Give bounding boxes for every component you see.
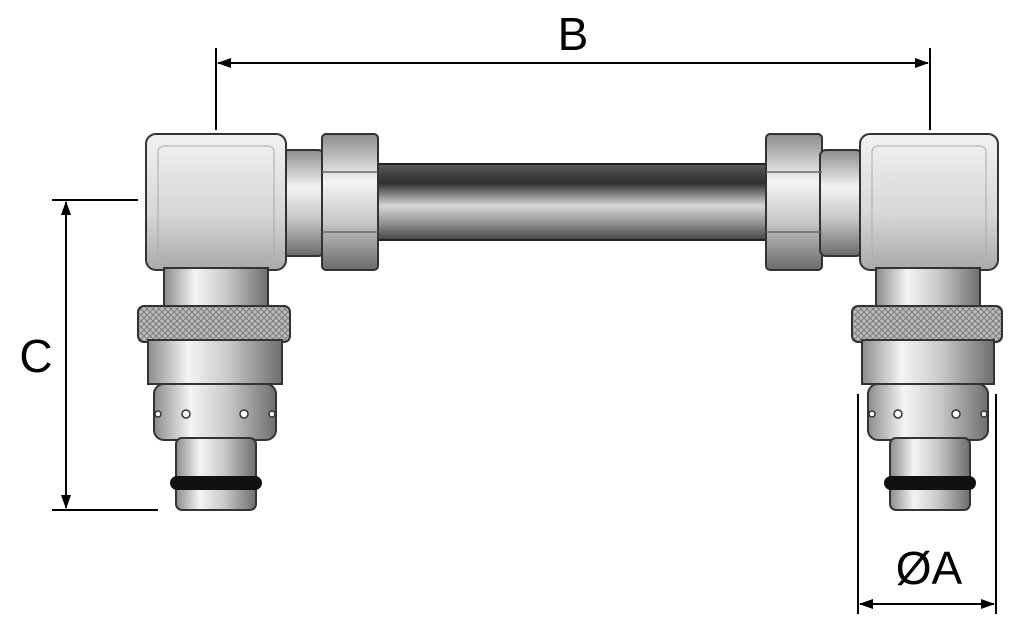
left-hex-nut [281,133,379,271]
right-o-ring [884,476,976,490]
dimension-a: ØA [857,394,997,614]
left-push-fitting [137,267,291,511]
dimension-c-label: C [19,330,52,382]
dimension-a-label: ØA [896,542,963,594]
tube [369,163,771,241]
right-elbow-block [859,133,999,271]
right-push-fitting [851,267,1003,511]
dimension-b-label: B [558,8,589,60]
left-elbow-block [145,133,287,271]
left-o-ring [170,476,262,490]
dimension-b: B [215,8,931,130]
right-hex-nut [765,133,863,271]
dimension-c: C [19,199,158,511]
